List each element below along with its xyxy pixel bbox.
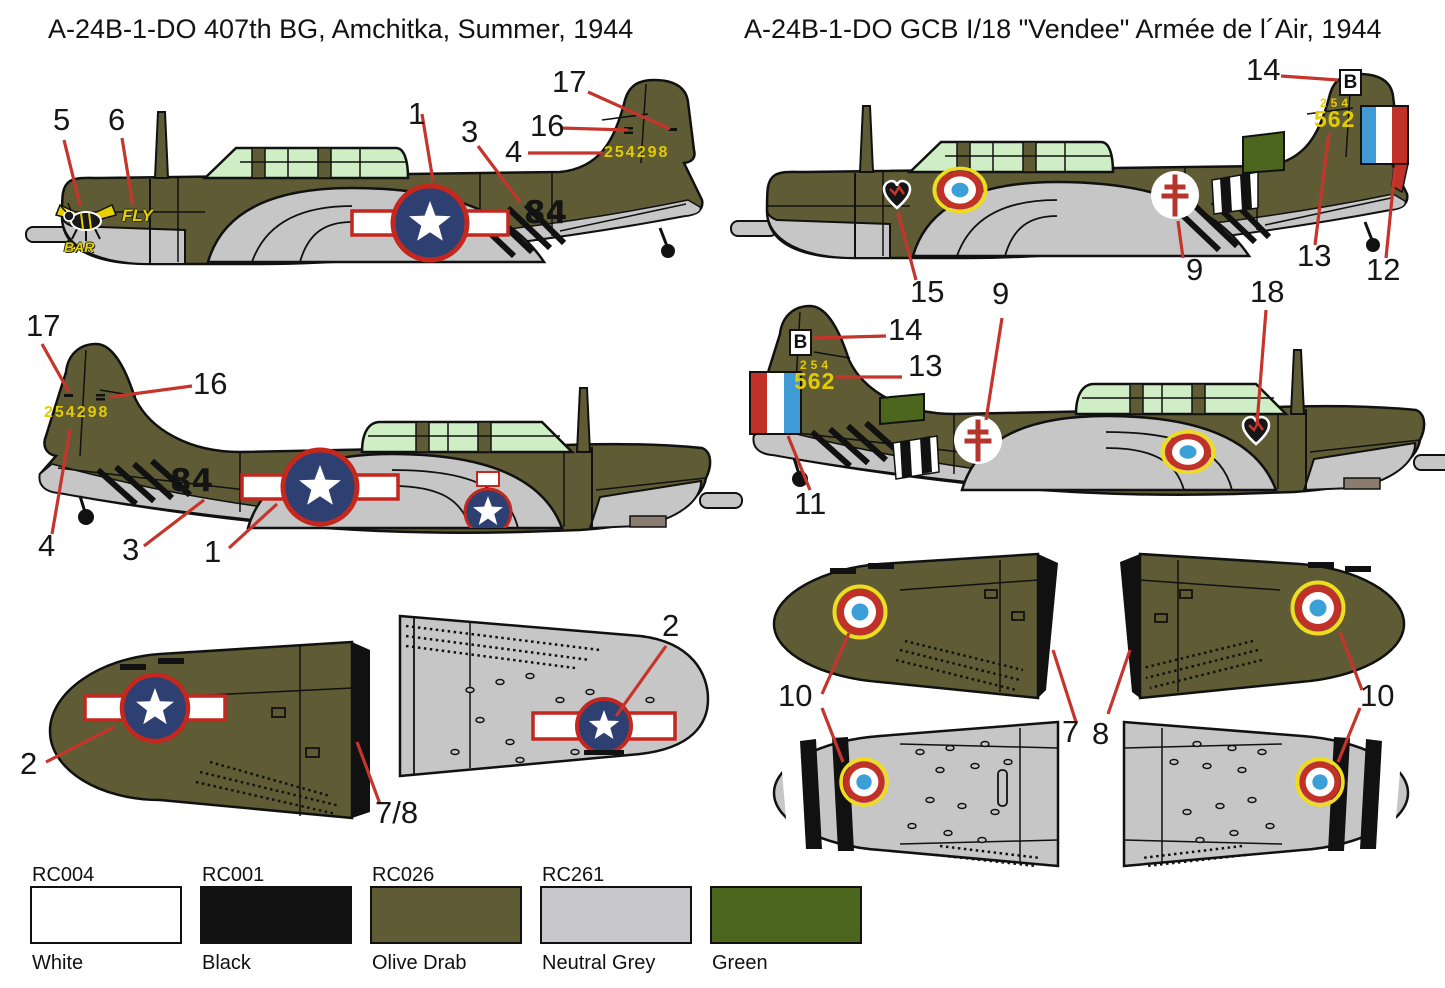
nose-art-word-bar: BAR (64, 239, 95, 255)
us-fuselage-insignia-icon-2 (240, 447, 400, 527)
roundel-wing-icon-4 (1295, 757, 1345, 807)
callout-1: 1 (408, 96, 426, 131)
leader-lines (40, 74, 1397, 805)
callout-16b: 16 (193, 366, 228, 401)
legend-code-white: RC004 (32, 864, 95, 886)
legend-name-green: Green (712, 952, 768, 974)
legend-swatch-olive-drab (370, 886, 522, 944)
callout-1b: 1 (204, 534, 222, 569)
flag-rudder-icon (1360, 105, 1409, 194)
flag-rudder-icon-2 (749, 371, 802, 435)
wing-fr-bottom-left (772, 720, 1060, 868)
heart-emblem-icon (882, 179, 912, 210)
legend-name-neutral-grey: Neutral Grey (542, 952, 656, 974)
callout-9b: 9 (992, 276, 1010, 311)
callout-13a: 13 (1297, 238, 1332, 273)
plane-fr-side-left (749, 306, 1445, 495)
us-underwing-insignia-icon (463, 471, 513, 528)
plane-us-side-left (40, 344, 742, 552)
legend-swatch-green (710, 886, 862, 944)
callout-10b: 10 (1360, 678, 1395, 713)
nose-art-insect-icon (54, 202, 118, 241)
us-wing-insignia-icon (83, 672, 227, 744)
roundel-icon-2 (1160, 429, 1216, 475)
legend-name-black: Black (202, 952, 251, 974)
roundel-icon (932, 166, 988, 214)
callout-17: 17 (552, 64, 587, 99)
callout-13b: 13 (908, 348, 943, 383)
green-patch (1242, 130, 1285, 175)
callout-14b: 14 (888, 312, 923, 347)
roundel-wing-icon (832, 584, 888, 640)
legend-name-white: White (32, 952, 84, 974)
wing-fr-top-right (1120, 552, 1406, 700)
wing-fr-top-left (772, 552, 1058, 700)
wing-us-bottom (398, 614, 710, 778)
us-fuselage-insignia-icon (350, 183, 510, 263)
fr-serial-top-1: 254 (1320, 96, 1353, 110)
us-fuselage-code-2: 84 (170, 463, 214, 499)
callout-3b: 3 (122, 532, 140, 567)
callout-18: 18 (1250, 274, 1285, 309)
title-right: A-24B-1-DO GCB I/18 "Vendee" Armée de l´… (744, 14, 1382, 44)
callout-2b: 2 (662, 608, 680, 643)
legend-name-olive-drab: Olive Drab (372, 952, 467, 974)
green-patch-2 (879, 392, 925, 426)
us-tail-serial-2: 254298 (44, 404, 110, 421)
us-fuselage-code-1: 84 (524, 195, 568, 231)
callout-17b: 17 (26, 308, 61, 343)
callout-4b: 4 (38, 528, 56, 563)
callout-15: 15 (910, 274, 945, 309)
lorraine-cross-icon-2 (954, 416, 1002, 464)
fr-serial-main-2: 562 (794, 368, 836, 394)
callout-16: 16 (530, 108, 565, 143)
callout-6: 6 (108, 102, 126, 137)
callout-4: 4 (505, 134, 523, 169)
fr-serial-main-1: 562 (1314, 106, 1356, 132)
callout-3: 3 (461, 114, 479, 149)
callout-12: 12 (1366, 252, 1401, 287)
tail-letter-box (1339, 69, 1362, 96)
tail-stencil-marks (624, 127, 677, 134)
plane-fr-side-right (731, 69, 1409, 258)
callout-8: 8 (1092, 716, 1110, 751)
legend-swatch-neutral-grey (540, 886, 692, 944)
callout-14a: 14 (1246, 52, 1281, 87)
callout-10a: 10 (778, 678, 813, 713)
callout-2a: 2 (20, 746, 38, 781)
lorraine-cross-icon (1151, 171, 1199, 219)
tail-stencil-marks-2 (64, 394, 105, 401)
fr-tail-letter-1: B (1343, 72, 1358, 93)
nose-art-word-fly: FLY (122, 206, 153, 225)
wing-us-top (48, 640, 370, 820)
fuselage-stripes (1211, 171, 1259, 215)
plane-us-side-right (26, 80, 702, 264)
tail-letter-box-2 (789, 329, 812, 356)
fr-serial-top-2: 254 (800, 358, 833, 372)
legend-code-black: RC001 (202, 864, 265, 886)
callout-7: 7 (1062, 714, 1080, 749)
legend-swatch-white (30, 886, 182, 944)
wing-fr-bottom-right (1122, 720, 1410, 868)
fuselage-stripes-2 (892, 435, 940, 480)
legend-code-olive-drab: RC026 (372, 864, 435, 886)
us-tail-serial-1: 254298 (604, 144, 670, 161)
legend-code-neutral-grey: RC261 (542, 864, 605, 886)
roundel-wing-icon-2 (1290, 580, 1346, 636)
callout-5: 5 (53, 102, 71, 137)
title-left: A-24B-1-DO 407th BG, Amchitka, Summer, 1… (48, 14, 634, 44)
callout-11: 11 (794, 486, 827, 521)
heart-emblem-icon-2 (1241, 415, 1271, 446)
callout-9a: 9 (1186, 252, 1204, 287)
legend-swatch-black (200, 886, 352, 944)
callout-7-8: 7/8 (375, 795, 419, 830)
fr-tail-letter-2: B (793, 332, 808, 353)
roundel-wing-icon-3 (839, 757, 889, 807)
